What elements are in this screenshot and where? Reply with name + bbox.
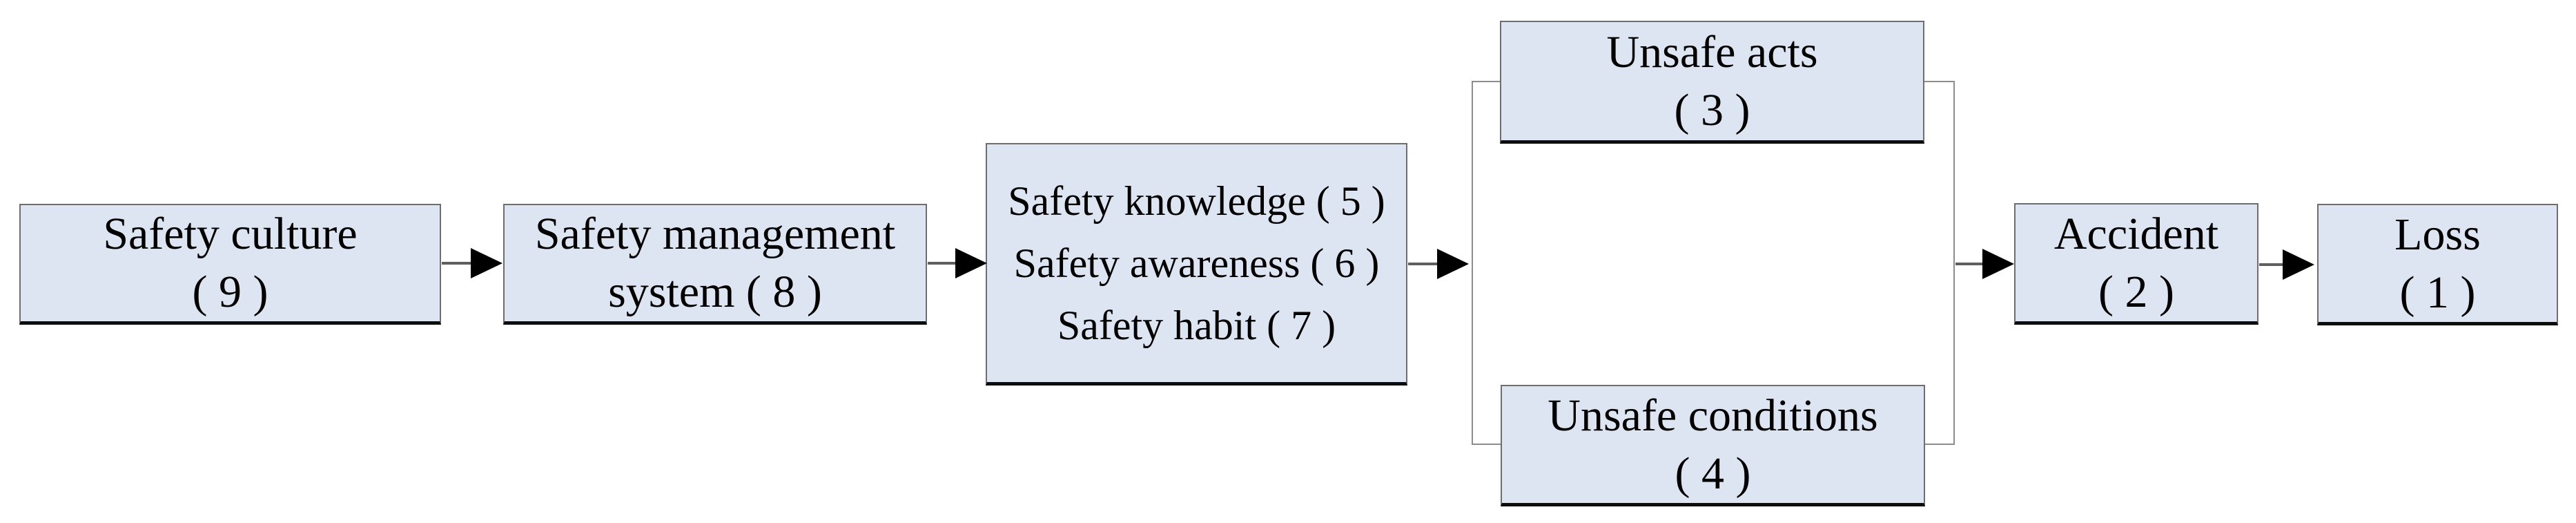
node-unsafe-conditions: Unsafe conditions ( 4 ) <box>1501 385 1925 506</box>
arrow-accident-to-loss <box>2259 249 2314 280</box>
node-unsafe-acts: Unsafe acts ( 3 ) <box>1500 21 1924 144</box>
arrow-shaft <box>928 262 966 265</box>
node-number: ( 1 ) <box>2399 267 2476 318</box>
arrow-shaft <box>2259 263 2294 266</box>
arrow-shaft <box>1955 263 1993 265</box>
arrow-head-icon <box>1982 249 2014 279</box>
node-label: system ( 8 ) <box>608 267 822 317</box>
node-number: ( 4 ) <box>1675 448 1751 499</box>
node-label: Safety culture <box>103 209 358 259</box>
node-accident: Accident ( 2 ) <box>2014 203 2258 325</box>
arrow-management-to-knowledge <box>928 248 987 278</box>
arrow-head-icon <box>471 248 502 278</box>
node-safety-culture: Safety culture ( 9 ) <box>19 204 441 325</box>
arrow-culture-to-management <box>442 248 502 278</box>
arrow-head-icon <box>2283 249 2314 280</box>
node-label: Accident <box>2053 208 2219 259</box>
node-label: Safety habit ( 7 ) <box>1057 303 1336 348</box>
node-number: ( 3 ) <box>1674 84 1750 135</box>
node-label: Unsafe acts <box>1606 26 1818 77</box>
node-safety-knowledge-awareness-habit: Safety knowledge ( 5 ) Safety awareness … <box>986 143 1407 386</box>
node-label: Loss <box>2394 209 2481 260</box>
node-label: Safety awareness ( 6 ) <box>1013 240 1380 286</box>
node-label: Safety knowledge ( 5 ) <box>1008 178 1385 224</box>
node-label: Safety management <box>534 209 896 259</box>
arrow-shaft <box>1408 263 1448 265</box>
node-number: ( 9 ) <box>192 267 269 317</box>
arrow-shaft <box>442 262 482 265</box>
arrow-knowledge-to-unsafe-group <box>1408 249 1469 279</box>
node-label: Unsafe conditions <box>1548 390 1878 441</box>
arrow-head-icon <box>1437 249 1469 279</box>
arrow-head-icon <box>955 248 987 278</box>
node-safety-management-system: Safety management system ( 8 ) <box>503 204 927 325</box>
node-loss: Loss ( 1 ) <box>2317 204 2558 325</box>
arrow-unsafe-group-to-accident <box>1955 249 2014 279</box>
node-number: ( 2 ) <box>2098 266 2174 317</box>
